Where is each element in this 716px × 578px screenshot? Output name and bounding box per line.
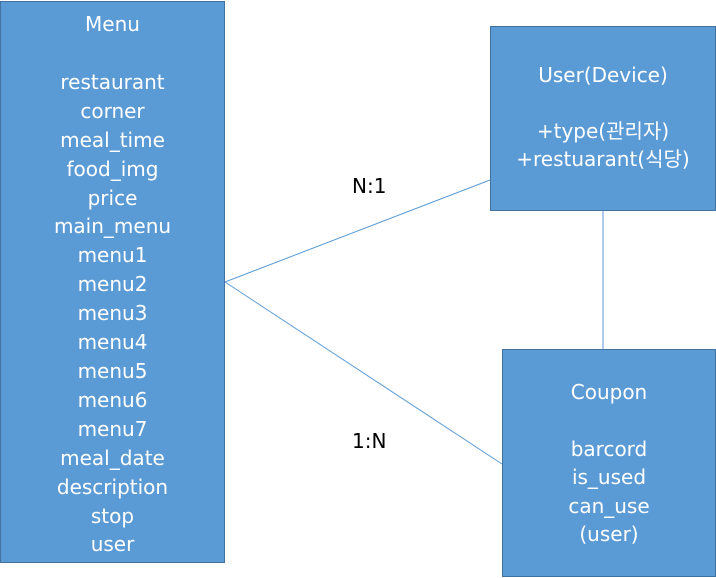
- menu-field-menu3: menu3: [77, 301, 148, 326]
- connector-menu-user: [224, 179, 491, 283]
- coupon-field-barcord: barcord: [570, 436, 648, 461]
- menu-entity-fields: restaurant corner meal_time food_img pri…: [1, 68, 224, 559]
- menu-entity: Menu restaurant corner meal_time food_im…: [0, 1, 225, 563]
- menu-field-menu2: menu2: [77, 272, 148, 297]
- menu-field-main-menu: main_menu: [53, 214, 172, 239]
- coupon-field-can-use: can_use: [568, 493, 650, 518]
- user-entity: User(Device) +type(관리자) +restuarant(식당): [490, 26, 716, 211]
- menu-entity-title: Menu: [85, 12, 140, 36]
- coupon-entity-fields: barcord is_used can_use (user): [503, 435, 715, 549]
- connector-menu-coupon: [224, 281, 503, 465]
- relation-label-menu-user: N:1: [352, 174, 387, 198]
- menu-field-restaurant: restaurant: [60, 69, 165, 94]
- menu-field-user: user: [90, 532, 135, 557]
- menu-field-menu1: menu1: [77, 243, 148, 268]
- coupon-entity: Coupon barcord is_used can_use (user): [502, 349, 716, 577]
- menu-field-food-img: food_img: [66, 156, 159, 181]
- menu-field-meal-date: meal_date: [60, 445, 165, 470]
- coupon-field-user: (user): [579, 522, 639, 547]
- relation-label-menu-coupon: 1:N: [352, 429, 387, 453]
- coupon-entity-title: Coupon: [570, 380, 648, 404]
- coupon-field-is-used: is_used: [571, 465, 647, 490]
- menu-field-stop: stop: [90, 503, 135, 528]
- user-entity-title: User(Device): [538, 63, 668, 87]
- menu-field-menu5: menu5: [77, 358, 148, 383]
- user-field-type: +type(관리자): [536, 119, 670, 143]
- menu-field-description: description: [56, 474, 169, 499]
- menu-field-menu7: menu7: [77, 416, 148, 441]
- user-entity-fields: +type(관리자) +restuarant(식당): [491, 117, 715, 173]
- user-field-restuarant: +restuarant(식당): [516, 147, 690, 171]
- menu-field-corner: corner: [80, 98, 145, 123]
- menu-field-price: price: [87, 185, 138, 210]
- menu-field-menu6: menu6: [77, 387, 148, 412]
- menu-field-meal-time: meal_time: [60, 127, 165, 152]
- menu-field-menu4: menu4: [77, 330, 148, 355]
